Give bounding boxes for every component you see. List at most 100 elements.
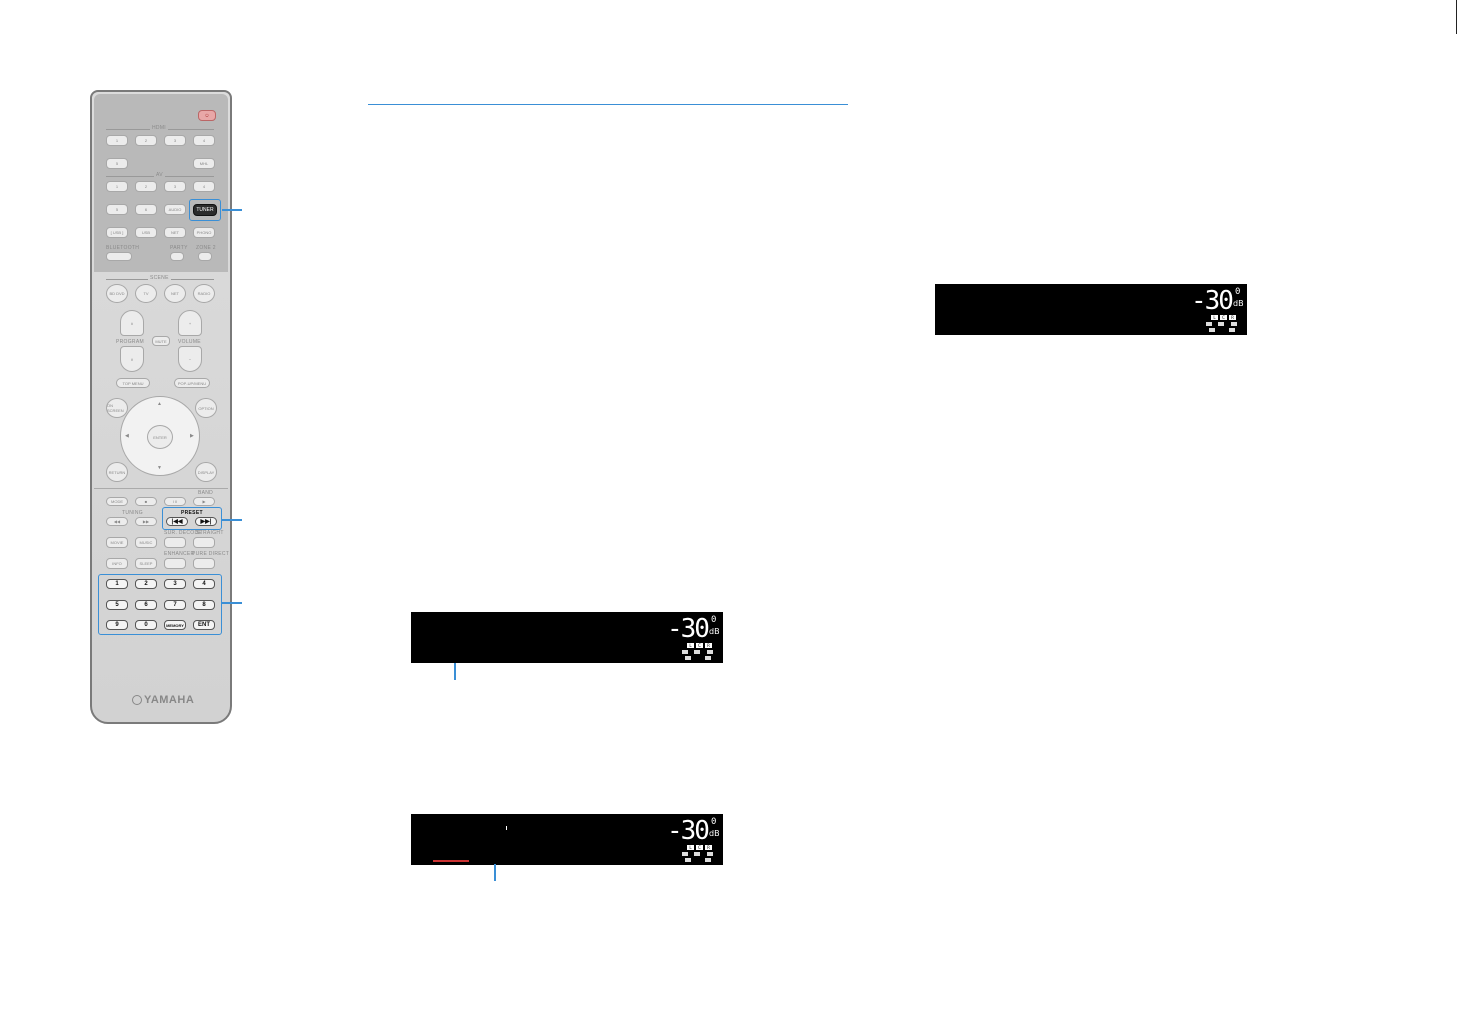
volume-label: VOLUME (178, 339, 201, 345)
audio-button[interactable]: AUDIO (164, 204, 186, 215)
av-2-button[interactable]: 2 (135, 181, 157, 192)
hdmi-2-button[interactable]: 2 (135, 135, 157, 146)
music-button[interactable]: MUSIC (135, 537, 157, 548)
movie-button[interactable]: MOVIE (106, 537, 128, 548)
volume-readout: -30 (1191, 286, 1234, 316)
numpad-0-button[interactable]: 0 (135, 620, 157, 630)
red-indicator-mark (433, 860, 469, 862)
band-button[interactable]: ▶ (193, 497, 215, 506)
hdmi-5-button[interactable]: 5 (106, 158, 128, 169)
top-menu-button[interactable]: TOP MENU (116, 378, 150, 388)
numpad-6-button[interactable]: 6 (135, 600, 157, 610)
preset-previous-button[interactable]: |◀◀ (166, 517, 188, 526)
numpad-7-button[interactable]: 7 (164, 600, 186, 610)
sur-decode-button[interactable] (164, 537, 186, 548)
ent-button[interactable]: ENT (193, 620, 215, 630)
numpad-1-button[interactable]: 1 (106, 579, 128, 589)
numpad-5-button[interactable]: 5 (106, 600, 128, 610)
preset-next-button[interactable]: ▶▶| (195, 517, 217, 526)
volume-readout: -30 (667, 816, 710, 846)
tuner-callout (222, 209, 242, 211)
party-button[interactable] (170, 252, 184, 261)
plus-icon: + (188, 320, 192, 326)
mute-button[interactable]: MUTE (152, 336, 170, 346)
mhl-button[interactable]: MHL (193, 158, 215, 169)
volume-down-button[interactable]: − (178, 346, 202, 372)
enter-button[interactable]: ENTER (147, 425, 173, 449)
scene-net-button[interactable]: NET (164, 284, 186, 303)
cursor-down-icon[interactable]: ▼ (157, 465, 163, 471)
on-screen-button[interactable]: ON SCREEN (106, 398, 128, 418)
numpad-2-button[interactable]: 2 (135, 579, 157, 589)
av-1-button[interactable]: 1 (106, 181, 128, 192)
net-button[interactable]: NET (164, 227, 186, 238)
straight-button[interactable] (193, 537, 215, 548)
tuning-up-button[interactable]: ▶▶ (135, 517, 157, 526)
numpad-3-button[interactable]: 3 (164, 579, 186, 589)
tuner-button[interactable]: TUNER (193, 204, 217, 216)
bluetooth-button[interactable] (106, 252, 132, 261)
numpad-4-button[interactable]: 4 (193, 579, 215, 589)
pure-direct-button[interactable] (193, 558, 215, 569)
skip-forward-icon: ▶▶| (200, 519, 212, 525)
power-button[interactable]: ⏻ (198, 110, 216, 121)
front-display-bottom: -30 0 dB L C R (411, 814, 723, 865)
hdmi-4-button[interactable]: 4 (193, 135, 215, 146)
popup-menu-button[interactable]: POP-UP/MENU (174, 378, 210, 388)
info-button[interactable]: INFO (106, 558, 128, 569)
av-6-button[interactable]: 6 (135, 204, 157, 215)
option-button[interactable]: OPTION (195, 398, 217, 418)
chevron-down-icon: ∨ (130, 356, 134, 362)
numpad-8-button[interactable]: 8 (193, 600, 215, 610)
cursor-right-icon[interactable]: ▶ (190, 433, 195, 439)
speaker-sr-indicator (707, 852, 713, 856)
speaker-sbl-indicator (1209, 328, 1215, 332)
cursor-up-icon[interactable]: ▲ (157, 401, 163, 407)
tuning-label: TUNING (122, 510, 143, 516)
hdmi-1-button[interactable]: 1 (106, 135, 128, 146)
numpad-9-button[interactable]: 9 (106, 620, 128, 630)
scene-tv-button[interactable]: TV (135, 284, 157, 303)
sleep-button[interactable]: SLEEP (135, 558, 157, 569)
memory-button[interactable]: MEMORY (164, 620, 186, 630)
speaker-l-indicator: L (1211, 315, 1218, 320)
enhancer-label: ENHANCER (164, 551, 195, 557)
phono-button[interactable]: PHONO (193, 227, 215, 238)
usb-dac-button[interactable]: [ USB ] (106, 227, 128, 238)
zone2-button[interactable] (198, 252, 212, 261)
preset-highlight (162, 507, 222, 530)
play-pause-button[interactable]: I II (164, 497, 186, 506)
tuning-down-button[interactable]: ◀◀ (106, 517, 128, 526)
speaker-c-indicator: C (696, 845, 703, 850)
speaker-sbr-indicator (705, 858, 711, 862)
speaker-sr-indicator (707, 650, 713, 654)
numpad-highlight (98, 574, 222, 635)
stop-button[interactable]: ■ (135, 497, 157, 506)
scene-label: SCENE (148, 275, 171, 281)
hdmi-label: HDMI (150, 125, 168, 131)
speaker-sbl-indicator (685, 858, 691, 862)
hdmi-3-button[interactable]: 3 (164, 135, 186, 146)
preset-callout (222, 519, 242, 521)
brand-text: YAMAHA (144, 694, 195, 706)
tuning-fork-icon (132, 695, 142, 705)
program-up-button[interactable]: ∧ (120, 310, 144, 336)
av-5-button[interactable]: 5 (106, 204, 128, 215)
volume-decimal: 0 (711, 817, 717, 827)
usb-button[interactable]: USB (135, 227, 157, 238)
scene-bd-dvd-button[interactable]: BD DVD (106, 284, 128, 303)
speaker-sl-indicator (682, 650, 688, 654)
program-down-button[interactable]: ∨ (120, 346, 144, 372)
return-button[interactable]: RETURN (106, 462, 128, 482)
av-4-button[interactable]: 4 (193, 181, 215, 192)
enhancer-button[interactable] (164, 558, 186, 569)
display-button[interactable]: DISPLAY (195, 462, 217, 482)
cursor-left-icon[interactable]: ◀ (125, 433, 130, 439)
scene-radio-button[interactable]: RADIO (193, 284, 215, 303)
volume-up-button[interactable]: + (178, 310, 202, 336)
power-icon: ⏻ (205, 113, 209, 118)
mode-button[interactable]: MODE (106, 497, 128, 506)
av-3-button[interactable]: 3 (164, 181, 186, 192)
preset-label: PRESET (181, 510, 203, 516)
volume-decimal: 0 (1235, 287, 1241, 297)
